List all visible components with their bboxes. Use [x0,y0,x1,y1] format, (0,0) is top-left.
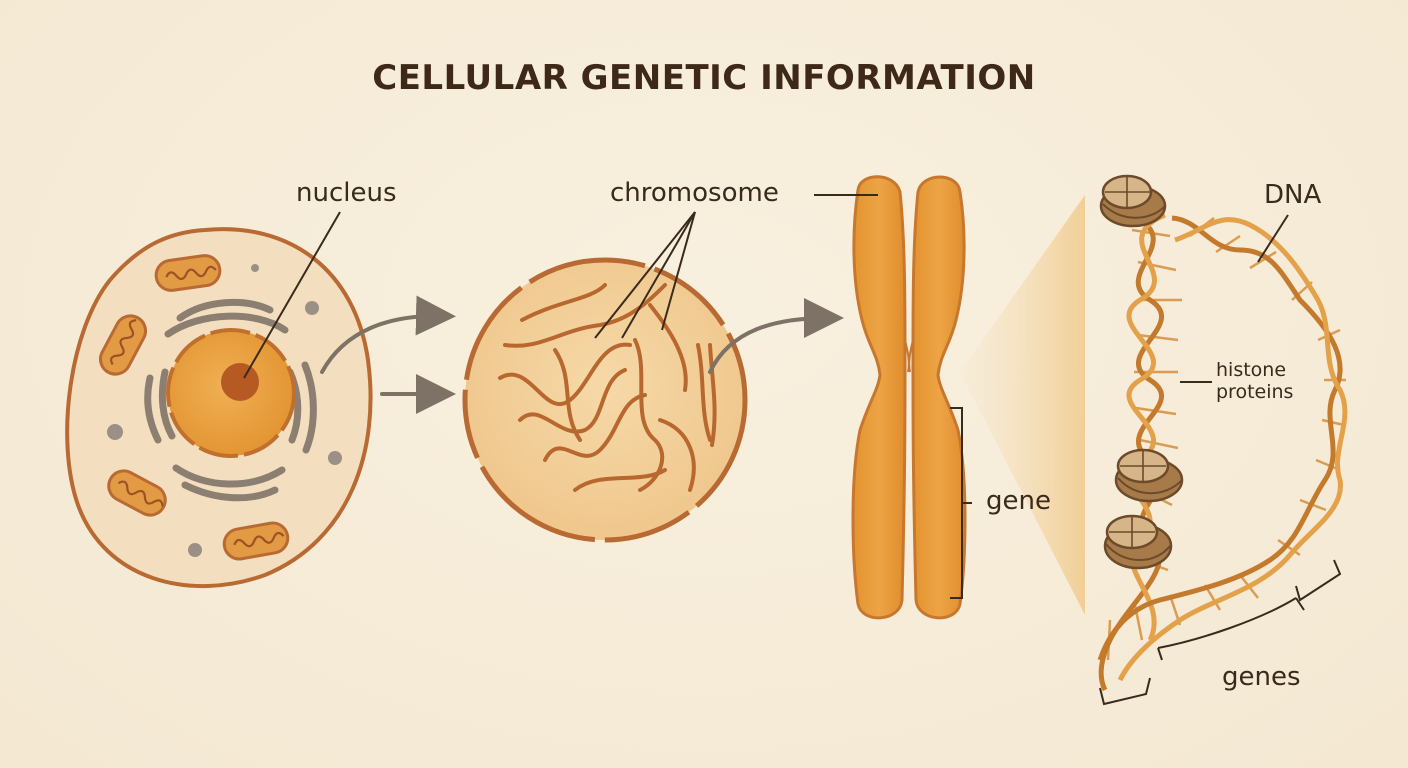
nucleus-zoom [462,211,748,543]
diagram-title: CELLULAR GENETIC INFORMATION [372,58,1036,98]
zoom-beam [960,195,1085,615]
dna-label: DNA [1264,180,1322,210]
cell [65,211,373,588]
histone-icon [1103,514,1173,570]
histone-label-line2: proteins [1216,380,1294,403]
arrow-nucleus-to-chromosome [708,298,844,374]
chromatin-strands [498,283,717,492]
chromosome-pointers [594,211,696,339]
chromosome [814,175,972,620]
gene-bracket [950,407,972,599]
nucleolus [221,363,259,401]
mitochondrion-icon [98,314,148,376]
mitochondrion-icon [107,469,167,517]
histone-label-line1: histone [1216,359,1287,381]
mitochondrion-icon [222,521,290,561]
vesicles [107,264,342,557]
nucleus-label: nucleus [296,178,397,208]
nucleus-pointer [243,211,341,379]
chromatid-left [851,175,907,620]
mitochondrion-icon [154,254,222,292]
histone-icon [1114,448,1184,503]
chromatid-right [911,175,967,620]
dna-pointers [1099,214,1342,706]
genes-label: genes [1222,662,1301,692]
gene-label: gene [986,486,1051,516]
histone-icon [1099,174,1167,228]
genes-bracket [1157,597,1297,649]
histone-proteins-label: histone proteins [1216,359,1294,404]
dna-helix [1097,174,1348,706]
arrows-cell-to-nucleus [320,295,456,414]
chromosome-label: chromosome [610,178,779,208]
